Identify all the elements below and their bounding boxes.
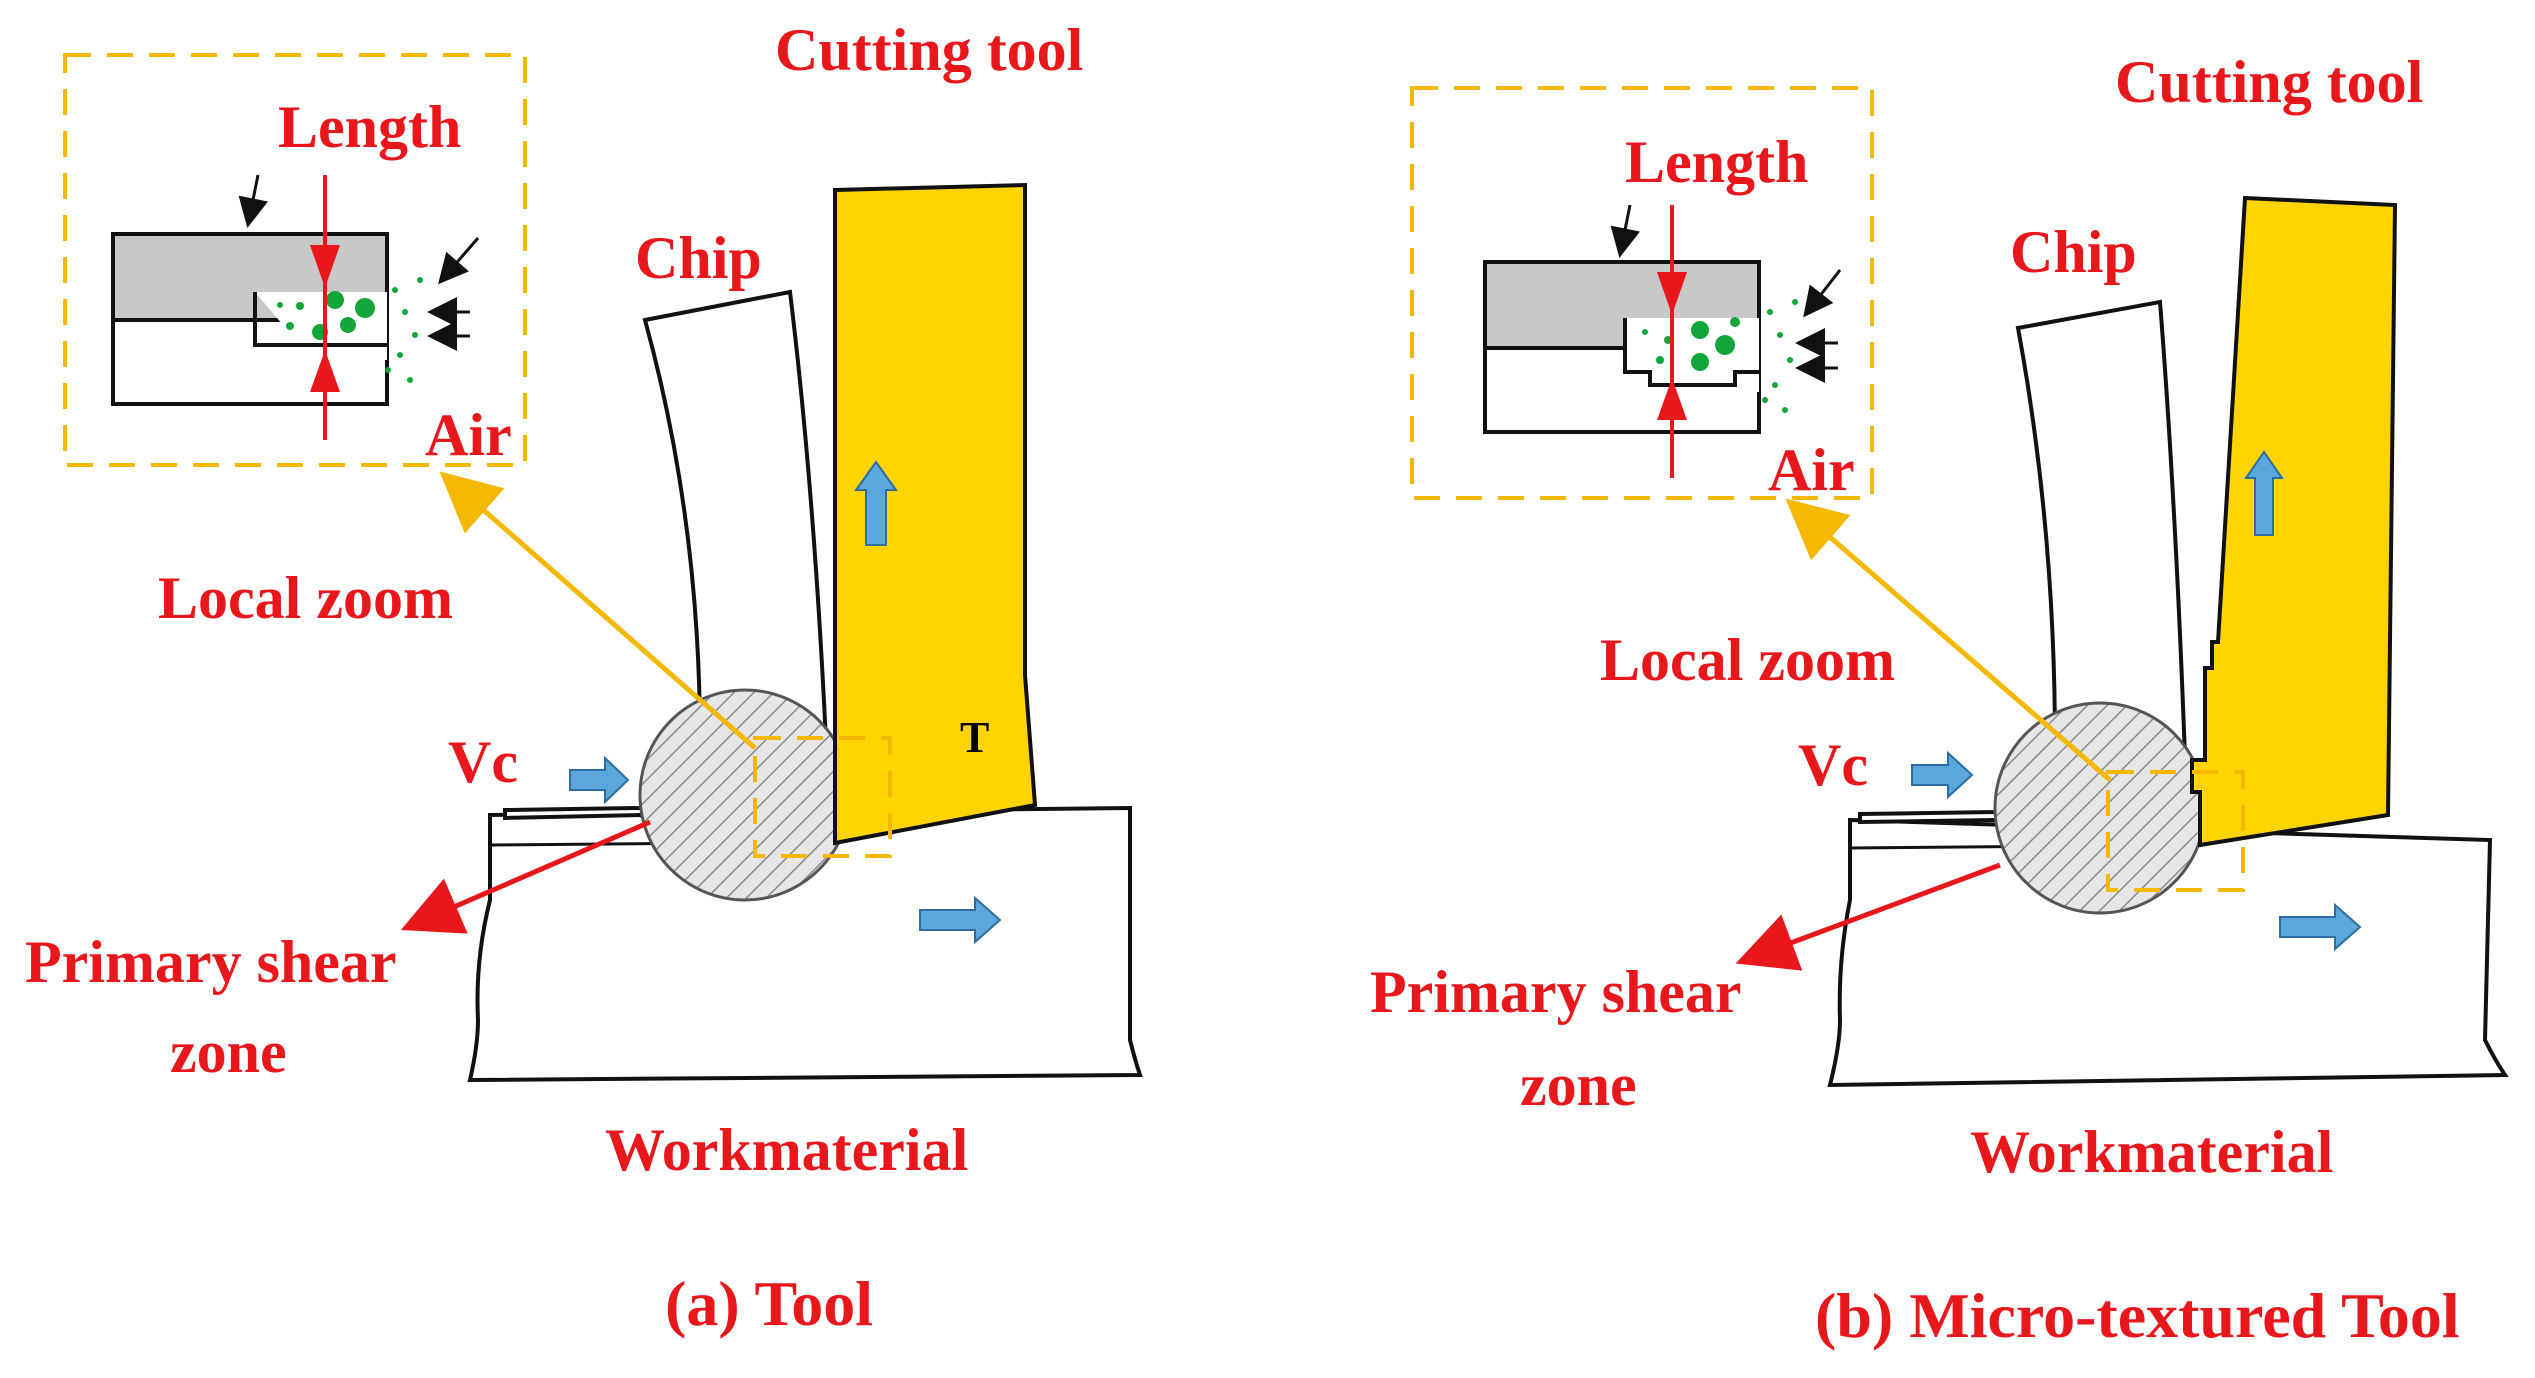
inset-b [1483,204,1842,478]
local-zoom-label-a: Local zoom [158,565,453,631]
panel-b: Cutting tool Chip Length Air Local zoom … [1370,49,2509,1351]
cutting-tool-label-b: Cutting tool [2115,49,2423,115]
micro-textured-tool-b [2190,195,2398,848]
inset-texture-b [1623,318,1759,387]
vc-label-a: Vc [448,729,518,795]
panel-a: T [25,17,1143,1339]
inset-box-a [63,53,527,467]
primary-shear-zone-b [1993,701,2207,915]
workmaterial-label-b: Workmaterial [1970,1119,2333,1185]
inset-insert-a [111,232,389,322]
vc-arrow-a [569,755,630,805]
air-particles-a [277,277,423,383]
workmaterial-flow-arrow-b [2279,902,2362,952]
shear-zone-label-line2-b: zone [1520,1052,1637,1118]
workmaterial-label-a: Workmaterial [605,1117,968,1183]
shear-zone-arrow-b [1735,862,2001,971]
vc-label-b: Vc [1798,732,1868,798]
workmaterial-block-b [1827,817,2509,1088]
zoom-region-box-a [753,736,892,858]
air-particles-b [1642,299,1798,413]
shear-zone-label-line1-a: Primary shear [25,929,397,995]
chip-label-b: Chip [2010,219,2137,285]
air-label-a: Air [425,402,512,468]
workmaterial-flow-arrow-a [919,895,1002,945]
caption-b: (b) Micro-textured Tool [1815,1280,2460,1351]
inset-a [111,174,480,440]
length-label-b: Length [1625,129,1808,195]
air-label-b: Air [1768,437,1855,503]
vc-arrow-b [1911,750,1974,800]
shear-zone-label-line2-a: zone [170,1019,287,1085]
cutting-tool-label-a: Cutting tool [775,17,1083,83]
zoom-region-box-b [2106,770,2245,892]
chip-flow-arrow-b [2244,450,2284,536]
workmaterial-block-a [467,805,1143,1083]
tool-mark-a: T [960,713,989,762]
shear-zone-label-line1-b: Primary shear [1370,959,1742,1025]
caption-a: (a) Tool [665,1268,873,1339]
local-zoom-arrow-a [439,471,757,750]
length-label-a: Length [278,94,461,160]
shear-zone-arrow-a [400,819,651,934]
local-zoom-arrow-b [1785,498,2112,782]
local-zoom-label-b: Local zoom [1600,627,1895,693]
chip-flow-arrow-a [854,460,898,546]
chip-label-a: Chip [635,225,762,291]
primary-shear-zone-a [638,688,852,902]
cutting-tool-a [833,182,1038,846]
inset-box-b [1410,86,1874,500]
